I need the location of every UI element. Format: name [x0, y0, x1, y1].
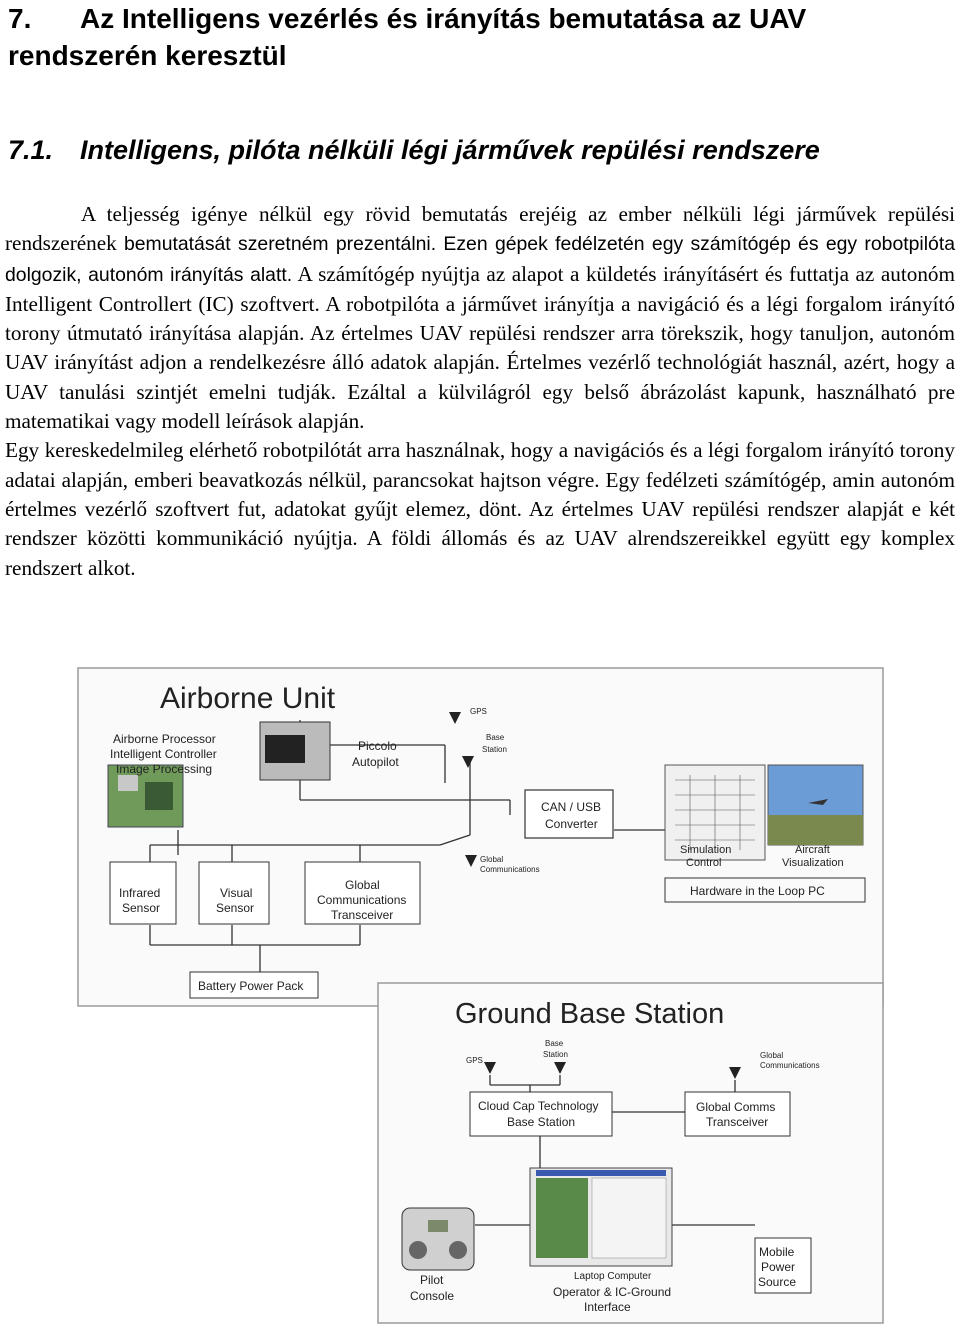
base-station-line1: Base: [486, 733, 505, 742]
visual-line2: Sensor: [216, 901, 254, 915]
airborne-title: Airborne Unit: [160, 682, 336, 715]
laptop-map: [536, 1178, 588, 1258]
transceiver-box: [304, 861, 421, 925]
cloudcap-line2: Base Station: [507, 1115, 575, 1129]
gb-gps-antenna-icon: [484, 1062, 496, 1074]
console-display: [428, 1220, 448, 1232]
gb-base-line1: Base: [545, 1039, 564, 1048]
processor-chip: [118, 775, 138, 791]
mobile-line3: Source: [758, 1275, 796, 1289]
gps-antenna-icon: [449, 712, 461, 724]
laptop-panel: [591, 1177, 667, 1259]
gb-global-line1: Global: [760, 1051, 783, 1060]
mobile-line2: Power: [761, 1260, 795, 1274]
can-usb-box: [524, 789, 614, 839]
cloudcap-box: [469, 1091, 613, 1137]
hil-pc-label: Hardware in the Loop PC: [690, 884, 825, 898]
paragraph-1: A teljesség igénye nélkül egy rövid bemu…: [5, 200, 955, 436]
can-usb-line1: CAN / USB: [541, 800, 601, 814]
aircraft-view-ground: [768, 815, 863, 845]
gb-base-antenna-icon: [554, 1062, 566, 1074]
infrared-line2: Sensor: [122, 901, 160, 915]
paragraph-1-part-b: bemutatását szeretném prezentálni. Ezen …: [5, 233, 955, 286]
pilot-console-image: [401, 1207, 475, 1271]
section-title-line2: rendszerén keresztül: [8, 40, 287, 71]
right-stick-icon: [449, 1241, 467, 1259]
gps-label: GPS: [470, 707, 487, 716]
ground-links: [475, 1075, 755, 1226]
gb-base-line2: Station: [543, 1050, 568, 1059]
global-comm-line2: Communications: [480, 865, 540, 874]
laptop-label: Laptop Computer: [574, 1271, 652, 1282]
airborne-links: [149, 720, 665, 972]
base-station-line2: Station: [482, 745, 507, 754]
infrared-sensor-box: [109, 861, 177, 925]
section-title-line1: Az Intelligens vezérlés és irányítás bem…: [80, 3, 807, 34]
visual-sensor-box: [198, 861, 270, 925]
transceiver-line1: Global: [345, 878, 380, 892]
comms-box: [684, 1091, 791, 1137]
piccolo-line1: Piccolo: [358, 739, 397, 753]
gb-global-line2: Communications: [760, 1061, 820, 1070]
mobile-line1: Mobile: [759, 1245, 795, 1259]
processor-line2: Intelligent Controller: [110, 747, 217, 761]
hil-pc-box: [664, 877, 866, 903]
gb-gps-label: GPS: [466, 1056, 483, 1065]
paragraph-2: Egy kereskedelmileg elérhető robotpilótá…: [5, 438, 955, 580]
processor-line3: Image Processing: [116, 762, 212, 776]
subsection-title: Intelligens, pilóta nélküli légi járműve…: [80, 135, 820, 165]
pilot-line2: Console: [410, 1289, 454, 1303]
comms-line1: Global Comms: [696, 1100, 775, 1114]
piccolo-front-panel: [265, 735, 305, 763]
ground-title: Ground Base Station: [455, 998, 724, 1030]
paragraph-1-part-a: A teljesség igénye nélkül egy rövid bemu…: [5, 202, 955, 256]
section-heading: 7. Az Intelligens vezérlés és irányítás b…: [8, 0, 958, 74]
transceiver-line3: Transceiver: [331, 908, 393, 922]
piccolo-line2: Autopilot: [352, 755, 399, 769]
operator-line2: Interface: [584, 1300, 631, 1314]
laptop-titlebar: [536, 1170, 666, 1176]
body-text: A teljesség igénye nélkül egy rövid bemu…: [5, 200, 955, 583]
battery-label: Battery Power Pack: [198, 979, 304, 993]
transceiver-line2: Communications: [317, 893, 406, 907]
simulation-line1: Simulation: [680, 844, 731, 856]
aircraft-icon: [808, 799, 828, 805]
operator-line1: Operator & IC-Ground: [553, 1285, 671, 1299]
paragraph-1-part-c: A számítógép nyújtja az alapot a küldeté…: [5, 261, 955, 434]
global-comm-line1: Global: [480, 855, 503, 864]
left-stick-icon: [409, 1241, 427, 1259]
battery-box: [189, 971, 319, 999]
pilot-line1: Pilot: [420, 1273, 444, 1287]
simulation-line2: Control: [686, 857, 721, 869]
aircraft-line1: Aircraft: [795, 844, 830, 856]
processor-line1: Airborne Processor: [113, 732, 216, 746]
global-comm-antenna-icon: [465, 855, 477, 867]
processor-module: [145, 782, 173, 810]
can-usb-line2: Converter: [545, 817, 598, 831]
subsection-heading: 7.1. Intelligens, pilóta nélküli légi jár…: [8, 133, 820, 167]
base-station-antenna-icon: [462, 756, 474, 768]
aircraft-line2: Visualization: [782, 857, 844, 869]
gb-global-antenna-icon: [729, 1067, 741, 1079]
section-number: 7.: [8, 3, 32, 34]
visual-line1: Visual: [220, 886, 252, 900]
subsection-number: 7.1.: [8, 135, 54, 165]
comms-line2: Transceiver: [706, 1115, 768, 1129]
simulation-grid: [675, 775, 755, 850]
cloudcap-line1: Cloud Cap Technology: [478, 1099, 599, 1113]
infrared-line1: Infrared: [119, 886, 160, 900]
mobile-power-box: [754, 1237, 812, 1294]
